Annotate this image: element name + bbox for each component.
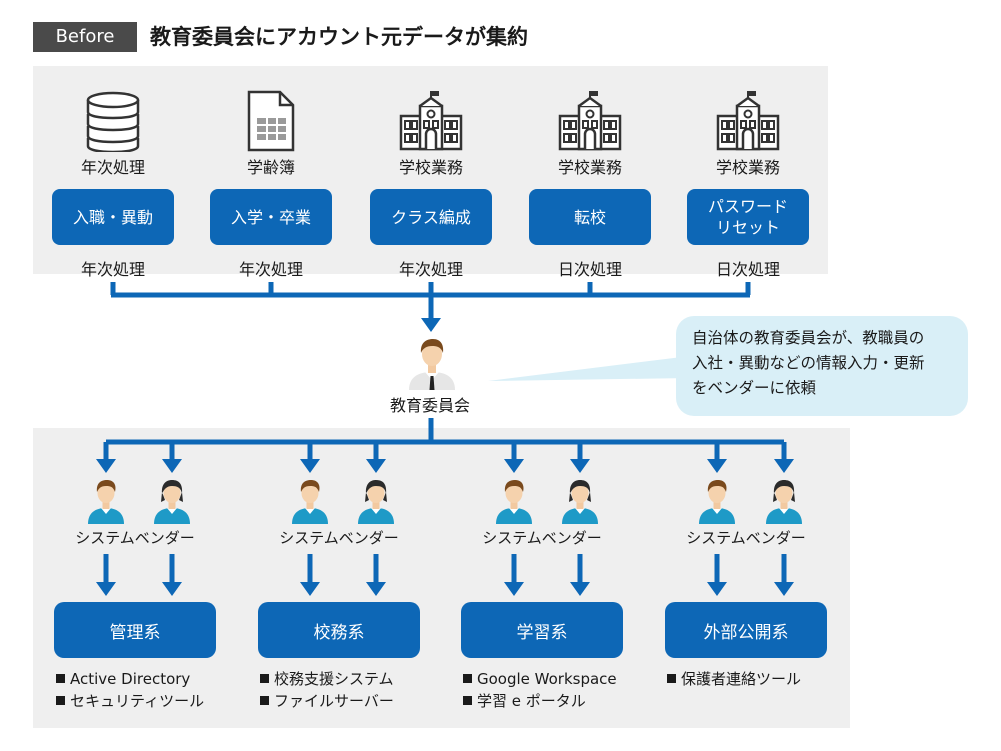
database-icon (84, 90, 142, 156)
system-item-text: Google Workspace (477, 670, 617, 688)
system-box: 外部公開系 (665, 602, 827, 658)
system-box: 学習系 (461, 602, 623, 658)
system-box: 校務系 (258, 602, 420, 658)
system-item-text: 校務支援システム (274, 670, 394, 688)
vendor-label: システムベンダー (75, 529, 195, 547)
vendor-label: システムベンダー (279, 529, 399, 547)
system-item-text: 学習 e ポータル (477, 692, 586, 710)
bullet-square-icon (463, 674, 472, 683)
system-item: セキュリティツール (56, 690, 204, 712)
system-item-text: セキュリティツール (70, 692, 205, 710)
system-box: 管理系 (54, 602, 216, 658)
school-building-icon (715, 90, 781, 156)
source-label: 学校業務 (715, 158, 780, 177)
frequency-label: 日次処理 (557, 260, 622, 279)
vendor-panel (33, 428, 850, 728)
system-item-text: 保護者連絡ツール (681, 670, 802, 688)
bullet-square-icon (56, 674, 65, 683)
bullet-square-icon (463, 696, 472, 705)
source-label: 学校業務 (398, 158, 463, 177)
vendor-person-icon (86, 476, 126, 528)
school-building-icon (398, 90, 464, 156)
bullet-square-icon (260, 696, 269, 705)
vendor-label: システムベンダー (686, 529, 806, 547)
source-process-box: 転校 (529, 189, 651, 245)
page-title: 教育委員会にアカウント元データが集約 (150, 25, 528, 49)
source-label: 年次処理 (80, 158, 145, 177)
frequency-label: 年次処理 (80, 260, 145, 279)
vendor-person-icon (290, 476, 330, 528)
source-label: 学齢簿 (246, 158, 295, 177)
source-process-box: 入職・異動 (52, 189, 174, 245)
vendor-person-female-icon (764, 476, 804, 528)
vendor-label: システムベンダー (482, 529, 602, 547)
vendor-person-female-icon (152, 476, 192, 528)
frequency-label: 日次処理 (715, 260, 780, 279)
source-label: 学校業務 (557, 158, 622, 177)
spreadsheet-document-icon (246, 90, 296, 156)
bullet-square-icon (56, 696, 65, 705)
vendor-person-female-icon (560, 476, 600, 528)
source-process-box: パスワード リセット (687, 189, 809, 245)
vendor-person-icon (697, 476, 737, 528)
before-badge: Before (33, 22, 137, 52)
system-item-text: Active Directory (70, 670, 191, 688)
system-item: 校務支援システム (260, 668, 394, 690)
vendor-person-female-icon (356, 476, 396, 528)
businessman-icon (405, 334, 459, 390)
system-item: 学習 e ポータル (463, 690, 586, 712)
system-item: ファイルサーバー (260, 690, 394, 712)
vendor-person-icon (494, 476, 534, 528)
callout-bubble: 自治体の教育委員会が、教職員の 入社・異動などの情報入力・更新 をベンダーに依頼 (676, 316, 968, 416)
bullet-square-icon (260, 674, 269, 683)
system-item-text: ファイルサーバー (274, 692, 394, 710)
board-label: 教育委員会 (389, 396, 470, 415)
system-item: 保護者連絡ツール (667, 668, 801, 690)
bullet-square-icon (667, 674, 676, 683)
source-process-box: 入学・卒業 (210, 189, 332, 245)
source-process-box: クラス編成 (370, 189, 492, 245)
school-building-icon (557, 90, 623, 156)
system-item: Active Directory (56, 668, 190, 690)
frequency-label: 年次処理 (238, 260, 303, 279)
frequency-label: 年次処理 (398, 260, 463, 279)
system-item: Google Workspace (463, 668, 617, 690)
